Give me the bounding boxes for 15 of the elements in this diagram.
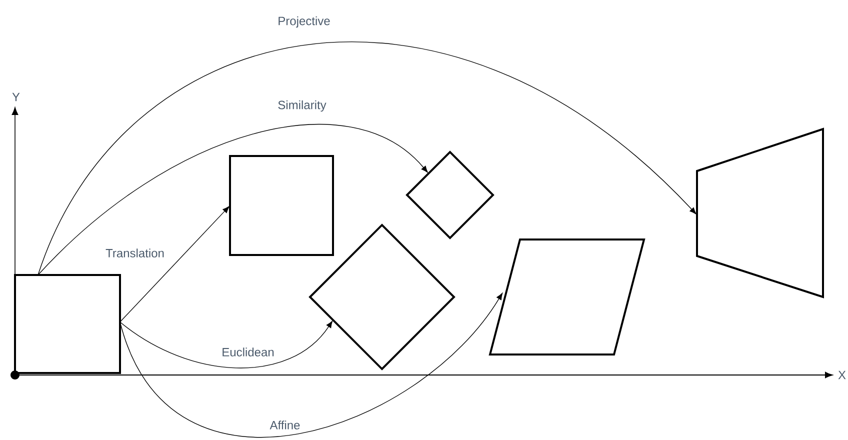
- edge-label: Similarity: [276, 98, 328, 114]
- arrow: [38, 124, 428, 276]
- square-shape: [14, 274, 121, 374]
- edge-label: Affine: [268, 419, 302, 431]
- axis-label: X: [838, 370, 846, 380]
- square-shape: [229, 155, 334, 256]
- edge-label: Translation: [104, 247, 166, 259]
- edge-label: Projective: [276, 14, 332, 30]
- axis-label: Y: [12, 92, 20, 102]
- arrow: [38, 42, 696, 276]
- edge-label: Euclidean: [220, 346, 276, 358]
- arrow: [120, 320, 333, 368]
- arrow: [120, 292, 503, 438]
- trapezoid-shape: [696, 128, 824, 298]
- arrow: [120, 206, 230, 322]
